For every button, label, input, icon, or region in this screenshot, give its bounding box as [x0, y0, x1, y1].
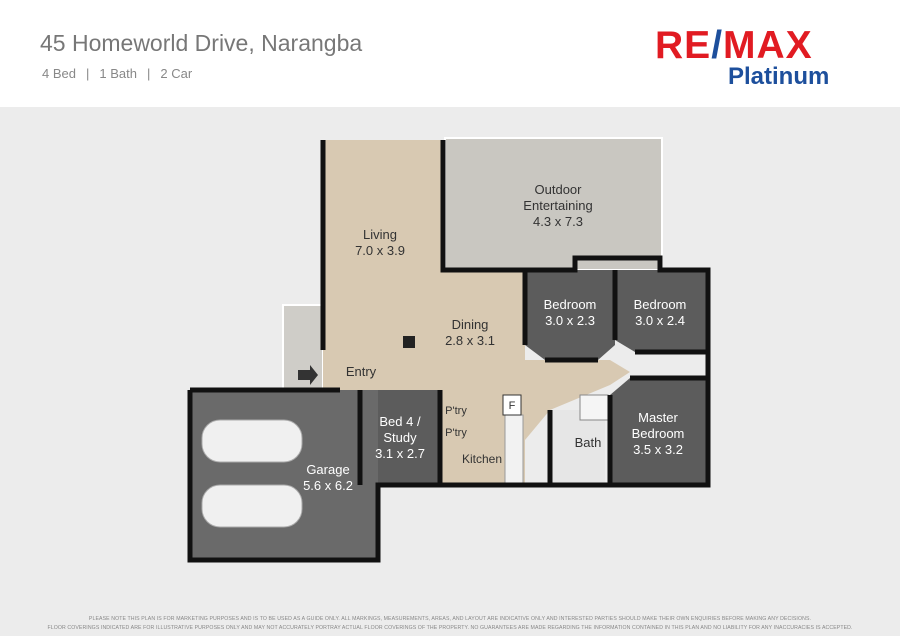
room-entry: Entry: [345, 364, 377, 379]
disclaimer-line-2: FLOOR COVERINGS INDICATED ARE FOR ILLUST…: [47, 625, 853, 631]
kitchen-bench: [504, 414, 524, 486]
bedroom-2: [615, 270, 708, 352]
garage: [190, 390, 378, 560]
living-dining-floor: [323, 140, 630, 440]
bedroom-1: [525, 270, 615, 360]
beds: 4 Bed: [42, 66, 76, 81]
room-pantry-2: P'try: [445, 427, 467, 439]
property-address: 45 Homeworld Drive, Narangba: [40, 30, 363, 56]
fridge: [502, 394, 522, 416]
master-bedroom: [610, 378, 708, 485]
cars: 2 Car: [160, 66, 193, 81]
remax-logo: RE/MAX Platinum: [655, 24, 830, 91]
room-pantry-1: P'try: [445, 405, 467, 417]
room-kitchen: Kitchen: [461, 452, 503, 466]
disclaimer-line-1: PLEASE NOTE THIS PLAN IS FOR MARKETING P…: [88, 616, 812, 622]
room-bath: Bath: [574, 435, 602, 450]
bathroom: [550, 410, 605, 485]
property-features: 4 Bed | 1 Bath | 2 Car: [42, 66, 192, 81]
car-icon: [201, 419, 303, 528]
header: 45 Homeworld Drive, Narangba 4 Bed | 1 B…: [0, 0, 900, 107]
separator: |: [146, 66, 151, 81]
column: [403, 336, 415, 348]
baths: 1 Bath: [99, 66, 137, 81]
entry-arrow-icon: [298, 365, 318, 385]
fridge-label: F: [508, 400, 516, 412]
shower: [579, 394, 609, 421]
separator: |: [85, 66, 90, 81]
outdoor-area: [444, 137, 663, 271]
floor-plan-drawing: [187, 137, 711, 563]
